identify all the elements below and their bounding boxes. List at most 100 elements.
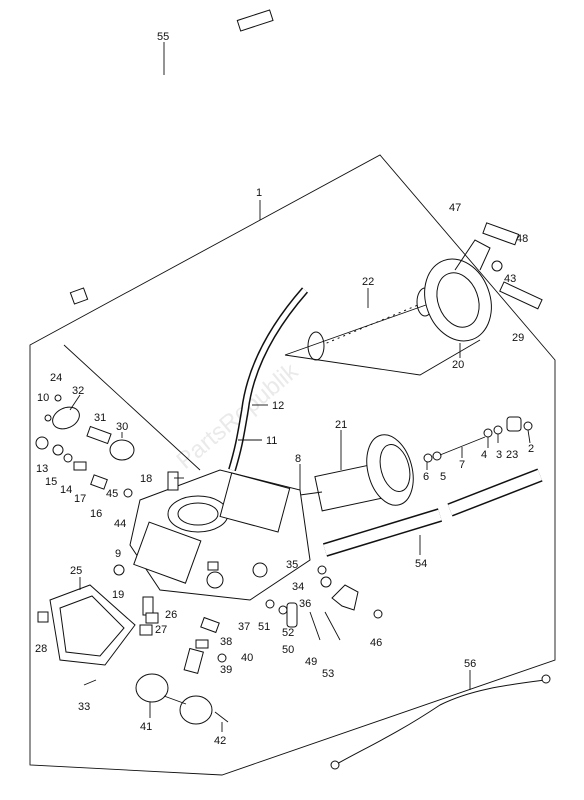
callout-2: 2 — [528, 443, 534, 455]
part-45-oring[interactable] — [123, 488, 133, 498]
callout-16: 16 — [90, 508, 102, 520]
part-48-pin[interactable] — [482, 222, 520, 246]
part-40-clip[interactable] — [217, 653, 227, 663]
part-15-oring[interactable] — [52, 444, 64, 456]
part-47-clip[interactable] — [454, 239, 491, 271]
callout-55: 55 — [157, 31, 169, 43]
callout-49: 49 — [305, 656, 317, 668]
part-2-screw[interactable] — [523, 421, 533, 431]
part-39-needle-valve[interactable] — [183, 647, 204, 675]
callout-6: 6 — [423, 471, 429, 483]
part-53-screw[interactable] — [324, 611, 341, 641]
callout-50: 50 — [282, 644, 294, 656]
part-34-nut[interactable] — [320, 576, 332, 588]
callout-35: 35 — [286, 559, 298, 571]
callout-13: 13 — [36, 463, 48, 475]
leader-32 — [69, 394, 81, 411]
callout-14: 14 — [60, 484, 72, 496]
part-41-float[interactable] — [135, 673, 213, 725]
part-44-oring[interactable] — [207, 561, 219, 571]
callout-19: 19 — [112, 589, 124, 601]
callout-39: 39 — [220, 664, 232, 676]
part-10-screw[interactable] — [44, 414, 52, 422]
assembly-boundary — [29, 154, 556, 776]
part-43-screw[interactable] — [491, 260, 503, 272]
callout-56: 56 — [464, 658, 476, 670]
part-13-cap[interactable] — [35, 436, 49, 450]
part-14-washer[interactable] — [63, 453, 73, 463]
part-8-needle[interactable] — [299, 491, 323, 496]
part-4-washer[interactable] — [483, 428, 493, 438]
callout-40: 40 — [241, 652, 253, 664]
part-52-washer[interactable] — [278, 605, 288, 615]
part-37-screw[interactable] — [200, 616, 220, 634]
callout-25: 25 — [70, 565, 82, 577]
part-51-oring[interactable] — [265, 599, 275, 609]
callout-9: 9 — [115, 548, 121, 560]
callout-10: 10 — [37, 392, 49, 404]
callout-24: 24 — [50, 372, 62, 384]
callout-15: 15 — [45, 476, 57, 488]
part-17-spring[interactable] — [73, 461, 87, 471]
part-33-screw[interactable] — [83, 679, 97, 686]
part-49-screw[interactable] — [309, 611, 321, 641]
part-55-cable[interactable] — [69, 9, 274, 305]
part-5-washer[interactable] — [432, 451, 442, 461]
part-38-plate[interactable] — [195, 639, 209, 649]
callout-27: 27 — [155, 624, 167, 636]
callout-22: 22 — [362, 276, 374, 288]
callout-34: 34 — [292, 581, 304, 593]
part-54-hose[interactable] — [322, 468, 543, 557]
callout-20: 20 — [452, 359, 464, 371]
callout-32: 32 — [72, 385, 84, 397]
callout-52: 52 — [282, 627, 294, 639]
part-3-washer[interactable] — [493, 425, 503, 435]
part-6-washer[interactable] — [423, 453, 433, 463]
part-12-vent-hose[interactable] — [228, 287, 309, 472]
part-23-cap[interactable] — [506, 416, 522, 432]
carburetor-body[interactable] — [129, 469, 311, 601]
callout-37: 37 — [238, 621, 250, 633]
part-35-bolt[interactable] — [317, 565, 327, 575]
callout-4: 4 — [481, 449, 487, 461]
part-26-jet[interactable] — [145, 612, 159, 624]
callout-43: 43 — [504, 273, 516, 285]
part-29-lever[interactable] — [499, 281, 543, 310]
callout-30: 30 — [116, 421, 128, 433]
callout-3: 3 — [496, 449, 502, 461]
part-31-spring[interactable] — [86, 425, 112, 445]
callout-33: 33 — [78, 701, 90, 713]
part-7-rod[interactable] — [439, 436, 486, 456]
callout-5: 5 — [440, 471, 446, 483]
part-16-screw[interactable] — [90, 474, 108, 490]
part-50-spring[interactable] — [286, 602, 298, 628]
part-24-screw[interactable] — [54, 394, 62, 402]
callout-31: 31 — [94, 412, 106, 424]
part-36-bracket[interactable] — [331, 584, 359, 611]
part-19-jet[interactable] — [142, 596, 154, 616]
part-42-pin[interactable] — [214, 711, 229, 723]
callout-1: 1 — [256, 187, 262, 199]
part-30-coasting-valve[interactable] — [109, 432, 135, 461]
callout-21: 21 — [335, 419, 347, 431]
callout-23: 23 — [506, 449, 518, 461]
part-20-top-cover[interactable] — [414, 250, 503, 351]
part-46-screw[interactable] — [373, 609, 383, 619]
callout-8: 8 — [295, 453, 301, 465]
part-32-diaphragm-cover[interactable] — [49, 403, 83, 433]
callout-45: 45 — [106, 488, 118, 500]
callout-28: 28 — [35, 643, 47, 655]
part-21-piston-diaphragm[interactable] — [314, 430, 421, 512]
callout-41: 41 — [140, 721, 152, 733]
part-27-jet[interactable] — [139, 624, 153, 636]
leader-2 — [527, 429, 531, 444]
part-18-screw[interactable] — [167, 471, 179, 491]
part-25-float-bowl[interactable] — [49, 584, 136, 666]
part-22-spring[interactable] — [307, 287, 434, 361]
part-56-choke-cable[interactable] — [330, 674, 551, 770]
part-9-screw[interactable] — [113, 564, 125, 576]
part-28-screw[interactable] — [37, 611, 49, 623]
callout-36: 36 — [299, 598, 311, 610]
callout-12: 12 — [272, 400, 284, 412]
